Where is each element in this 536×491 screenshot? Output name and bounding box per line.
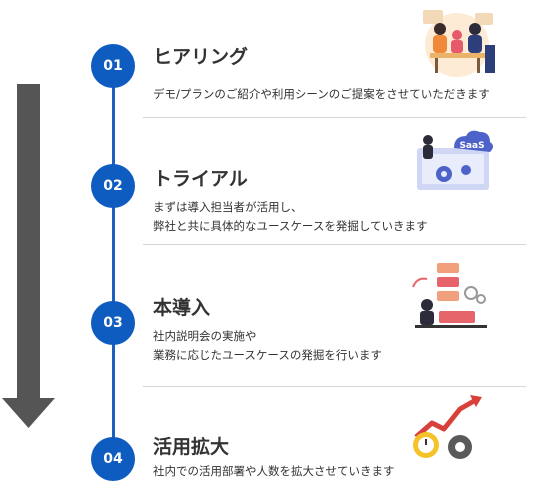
step-number-badge: 02 [91, 164, 135, 208]
step-title: 活用拡大 [153, 436, 230, 458]
divider [143, 117, 526, 118]
divider [143, 386, 526, 387]
step-description: 社内説明会の実施や 業務に応じたユースケースの発掘を行います [153, 329, 382, 362]
timeline-line [112, 66, 115, 461]
step-description: デモ/プランのご紹介や利用シーンのご提案をさせていただきます [153, 87, 490, 101]
step-title: 本導入 [153, 297, 211, 319]
step-description: 社内での活用部署や人数を拡大させていきます [153, 464, 395, 478]
saas-illustration-icon: SaaS [417, 130, 493, 190]
workflow-illustration-icon [412, 263, 487, 328]
step-description: まずは導入担当者が活用し、 弊社と共に具体的なユースケースを発掘していきます [153, 200, 428, 233]
saas-label: SaaS [459, 141, 484, 151]
step-number-badge: 04 [91, 437, 135, 481]
step-number-badge: 01 [91, 44, 135, 88]
down-arrow-icon [2, 84, 55, 428]
divider [143, 244, 526, 245]
step-title: ヒアリング [153, 46, 249, 68]
growth-illustration-icon [413, 395, 482, 459]
step-title: トライアル [153, 168, 248, 190]
meeting-illustration-icon [423, 10, 495, 77]
step-number-badge: 03 [91, 301, 135, 345]
